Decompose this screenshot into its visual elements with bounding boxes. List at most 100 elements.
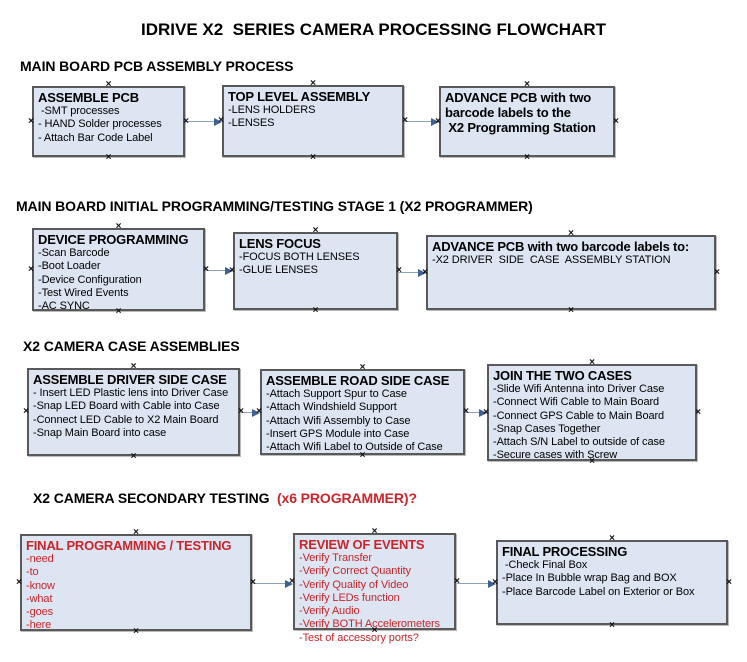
box-title: JOIN THE TWO CASES — [493, 368, 632, 383]
section-header-text: X2 CAMERA SECONDARY TESTING — [33, 490, 277, 506]
box-item: -what — [26, 592, 53, 605]
box-assemble-driver-side-case: ASSEMBLE DRIVER SIDE CASE - Insert LED P… — [27, 368, 240, 456]
flow-arrow — [253, 579, 293, 588]
box-item: -LENSES — [228, 117, 275, 130]
flow-arrow — [186, 117, 222, 126]
box-item: -Boot Loader — [38, 260, 101, 273]
section-header-red-text: (x6 PROGRAMMER)? — [276, 490, 417, 506]
connection-point-icon — [105, 154, 113, 162]
box-item: -Verify Audio — [299, 605, 360, 618]
box-item: -Attach Windshield Support — [266, 401, 397, 414]
box-assemble-pcb: ASSEMBLE PCB -SMT processes- HAND Solder… — [32, 86, 185, 157]
box-item: - HAND Solder processes — [38, 118, 162, 131]
connection-point-icon — [725, 579, 733, 587]
box-item: -Slide Wifi Antenna into Driver Case — [493, 383, 665, 395]
connection-point-icon — [312, 227, 320, 235]
box-item: -Test Wired Events — [38, 286, 129, 299]
box-item: - Attach Bar Code Label — [38, 131, 153, 144]
connection-point-icon — [27, 266, 35, 274]
box-final-programming-testing: FINAL PROGRAMMING / TESTING -need-to-kno… — [20, 534, 252, 631]
box-item: -goes — [26, 606, 54, 619]
box-item: -Verify Correct Quantity — [299, 565, 411, 578]
box-review-of-events: REVIEW OF EVENTS -Verify Transfer-Verify… — [293, 533, 456, 644]
box-item: -Connect LED Cable to X2 Main Board — [33, 413, 219, 426]
connection-point-icon — [608, 622, 616, 630]
box-item: -Snap LED Board with Cable into Case — [33, 400, 220, 413]
box-item: -Verify Quality of Video — [299, 578, 409, 591]
connection-point-icon — [371, 528, 379, 536]
box-item: -need — [26, 553, 54, 565]
box-title: ASSEMBLE ROAD SIDE CASE — [266, 373, 450, 388]
box-items: -LENS HOLDERS-LENSES — [228, 104, 398, 131]
box-item: -Attach Wifi Label to Outside of Case — [266, 441, 443, 454]
connection-point-icon — [22, 408, 30, 416]
box-item: -Test of accessory ports? — [299, 631, 419, 644]
box-title: FINAL PROCESSING — [502, 544, 628, 559]
connection-point-icon — [612, 118, 620, 126]
box-join-the-two-cases: JOIN THE TWO CASES -Slide Wifi Antenna i… — [487, 364, 697, 461]
box-items: -need-to-know-what-goes-here — [26, 553, 246, 633]
section-header-initial-programming: MAIN BOARD INITIAL PROGRAMMING/TESTING S… — [16, 198, 533, 214]
box-item: -Check Final Box — [502, 559, 588, 571]
box-final-processing: FINAL PROCESSING -Check Final Box-Place … — [496, 540, 728, 625]
connection-point-icon — [105, 81, 113, 89]
connection-point-icon — [309, 80, 317, 88]
connection-point-icon — [15, 579, 23, 587]
box-items: -Verify Transfer-Verify Correct Quantity… — [299, 552, 450, 645]
box-top-level-assembly: TOP LEVEL ASSEMBLY -LENS HOLDERS-LENSES — [222, 85, 404, 157]
connection-point-icon — [130, 453, 138, 461]
connection-point-icon — [523, 81, 531, 89]
box-title: LENS FOCUS — [239, 236, 321, 251]
connection-point-icon — [523, 154, 531, 162]
box-item: -Connect GPS Cable to Main Board — [493, 409, 665, 422]
box-item: -Snap Cases Together — [493, 422, 601, 435]
box-items: -Check Final Box-Place In Bubble wrap Ba… — [502, 559, 722, 599]
box-device-programming: DEVICE PROGRAMMING -Scan Barcode-Boot Lo… — [32, 228, 205, 313]
box-item: -Verify BOTH Accelerometers — [299, 618, 440, 631]
box-title: ASSEMBLE PCB — [38, 90, 139, 105]
box-item: -Verify Transfer — [299, 552, 372, 564]
box-item: -Attach S/N Label to outside of case — [493, 436, 665, 449]
box-title: FINAL PROGRAMMING / TESTING — [26, 538, 232, 553]
box-item: -Verify LEDs function — [299, 591, 400, 604]
box-item: -AC SYNC — [38, 300, 90, 313]
flow-arrow — [466, 408, 487, 417]
connection-point-icon — [312, 307, 320, 315]
connection-point-icon — [694, 409, 702, 417]
section-header-pcb-assembly: MAIN BOARD PCB ASSEMBLY PROCESS — [20, 58, 294, 74]
box-item: -Attach Support Spur to Case — [266, 388, 407, 400]
connection-point-icon — [588, 359, 596, 367]
connection-point-icon — [713, 269, 721, 277]
box-advance-pcb-programming-station: ADVANCE PCB with two barcode labels to t… — [439, 86, 615, 157]
box-item: -SMT processes — [38, 105, 120, 117]
box-item: - Insert LED Plastic lens into Driver Ca… — [33, 387, 229, 399]
box-advance-pcb-driver-side-station: ADVANCE PCB with two barcode labels to: … — [426, 235, 716, 310]
section-header-case-assemblies: X2 CAMERA CASE ASSEMBLIES — [23, 338, 240, 354]
box-items: - Insert LED Plastic lens into Driver Ca… — [33, 387, 234, 440]
box-item: -Place Barcode Label on Exterior or Box — [502, 585, 695, 598]
box-title: DEVICE PROGRAMMING — [38, 232, 189, 247]
box-item: -know — [26, 579, 55, 592]
box-item: -Insert GPS Module into Case — [266, 427, 410, 440]
section-header-secondary-testing: X2 CAMERA SECONDARY TESTING (x6 PROGRAMM… — [33, 490, 417, 506]
box-assemble-road-side-case: ASSEMBLE ROAD SIDE CASE -Attach Support … — [260, 369, 465, 455]
flow-arrow — [399, 268, 426, 277]
connection-point-icon — [567, 230, 575, 238]
box-title: ADVANCE PCB with two barcode labels to t… — [445, 90, 596, 135]
box-title: REVIEW OF EVENTS — [299, 537, 425, 552]
box-items: -X2 DRIVER SIDE CASE ASSEMBLY STATION — [432, 254, 710, 267]
page-title: IDRIVE X2 SERIES CAMERA PROCESSING FLOWC… — [140, 20, 607, 39]
box-item: -here — [26, 619, 52, 632]
box-title: TOP LEVEL ASSEMBLY — [228, 89, 371, 104]
box-item: -Scan Barcode — [38, 247, 110, 259]
box-items: -Scan Barcode-Boot Loader-Device Configu… — [38, 247, 199, 313]
box-item: -to — [26, 566, 39, 579]
flow-arrow — [405, 117, 439, 126]
connection-point-icon — [132, 529, 140, 537]
box-item: -FOCUS BOTH LENSES — [239, 251, 360, 263]
box-item: -Attach Wifi Assembly to Case — [266, 414, 411, 427]
box-title: ADVANCE PCB with two barcode labels to: — [432, 239, 690, 254]
flow-arrow — [457, 579, 496, 588]
box-item: -X2 DRIVER SIDE CASE ASSEMBLY STATION — [432, 254, 671, 266]
